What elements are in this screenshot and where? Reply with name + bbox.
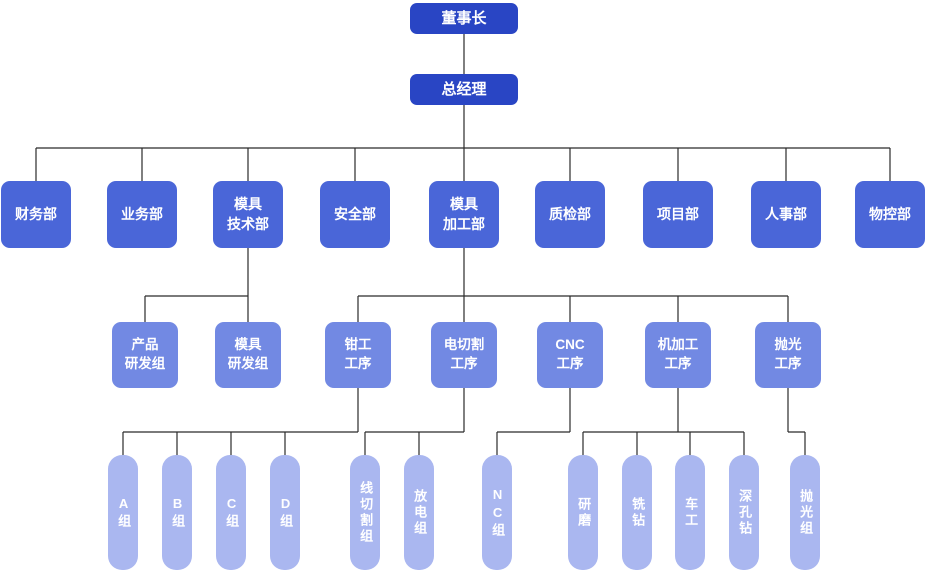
connector-mold-tech: [144, 248, 249, 322]
org-node-team-a: A组: [108, 455, 138, 570]
connector-top: [35, 34, 891, 181]
org-node-edm-team: 放电组: [404, 455, 434, 570]
org-node-polish-team: 抛光组: [790, 455, 820, 570]
org-node-polishing-process: 抛光 工序: [755, 322, 821, 388]
org-node-finance-dept: 财务部: [1, 181, 71, 248]
org-node-nc-team: NC组: [482, 455, 512, 570]
org-node-material-control-dept: 物控部: [855, 181, 925, 248]
org-node-wire-cut-team: 线切割组: [350, 455, 380, 570]
connector-polishing: [787, 388, 806, 455]
org-node-edm-cutting-process: 电切割 工序: [431, 322, 497, 388]
org-node-safety-dept: 安全部: [320, 181, 390, 248]
connector-mold-processing: [357, 248, 789, 322]
org-node-mold-processing-dept: 模具 加工部: [429, 181, 499, 248]
org-node-mold-tech-dept: 模具 技术部: [213, 181, 283, 248]
connector-edm-cutting: [364, 388, 465, 455]
org-node-product-rd-group: 产品 研发组: [112, 322, 178, 388]
org-node-grinding-team: 研磨: [568, 455, 598, 570]
org-node-quality-dept: 质检部: [535, 181, 605, 248]
org-node-machining-process: 机加工 工序: [645, 322, 711, 388]
org-node-benchwork-process: 钳工 工序: [325, 322, 391, 388]
org-node-team-d: D组: [270, 455, 300, 570]
org-node-cnc-process: CNC 工序: [537, 322, 603, 388]
org-node-general-manager: 总经理: [410, 74, 518, 105]
org-node-turning-team: 车工: [675, 455, 705, 570]
org-node-team-b: B组: [162, 455, 192, 570]
org-node-deep-hole-drill-team: 深孔钻: [729, 455, 759, 570]
connector-machining: [582, 388, 745, 455]
connector-cnc: [496, 388, 571, 455]
org-node-mold-rd-group: 模具 研发组: [215, 322, 281, 388]
org-node-team-c: C组: [216, 455, 246, 570]
org-node-project-dept: 项目部: [643, 181, 713, 248]
org-node-chairman: 董事长: [410, 3, 518, 34]
org-node-mill-drill-team: 铣钻: [622, 455, 652, 570]
connector-benchwork: [122, 388, 359, 455]
org-node-hr-dept: 人事部: [751, 181, 821, 248]
org-node-business-dept: 业务部: [107, 181, 177, 248]
